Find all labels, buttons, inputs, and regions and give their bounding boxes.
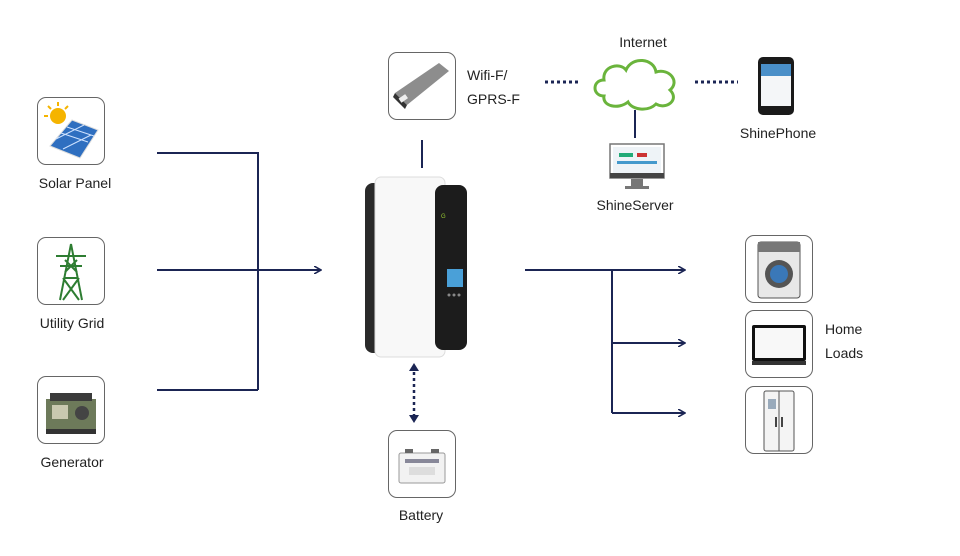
server-monitor-icon	[609, 143, 665, 189]
smartphone-icon	[758, 57, 794, 115]
utility-grid-box	[37, 237, 105, 305]
load-washing-machine-box	[745, 235, 813, 303]
inverter: G	[365, 175, 469, 358]
internet-label: Internet	[619, 34, 667, 50]
home-loads-label-line2: Loads	[825, 345, 864, 361]
home-loads-label-line1: Home	[825, 321, 863, 337]
battery-box	[388, 430, 456, 498]
wifi-dongle-icon	[393, 63, 449, 109]
utility-grid-tower-icon	[56, 243, 86, 301]
washing-machine-icon	[757, 241, 801, 299]
generator-icon	[46, 393, 96, 434]
wifi-module-box	[388, 52, 456, 120]
shinephone-label: ShinePhone	[739, 125, 817, 141]
inverter-icon	[365, 176, 467, 358]
battery-icon	[398, 449, 446, 484]
generator-label: Generator	[40, 454, 104, 470]
battery-label: Battery	[398, 507, 444, 523]
generator-box	[37, 376, 105, 444]
tv-icon	[752, 325, 806, 365]
utility-grid-label: Utility Grid	[39, 315, 105, 331]
line-solar	[157, 152, 259, 390]
cloud-icon	[593, 59, 676, 111]
wifi-module-label-line2: GPRS-F	[467, 91, 520, 107]
solar-panel-box	[37, 97, 105, 165]
solar-panel-icon	[44, 102, 99, 159]
wifi-module-label-line1: Wifi-F/	[467, 67, 508, 83]
solar-panel-label: Solar Panel	[38, 175, 112, 191]
inverter-brand-logo: G	[441, 214, 446, 220]
load-tv-box	[745, 310, 813, 378]
shineserver-label: ShineServer	[596, 197, 674, 213]
load-refrigerator-box	[745, 386, 813, 454]
refrigerator-icon	[763, 390, 795, 452]
